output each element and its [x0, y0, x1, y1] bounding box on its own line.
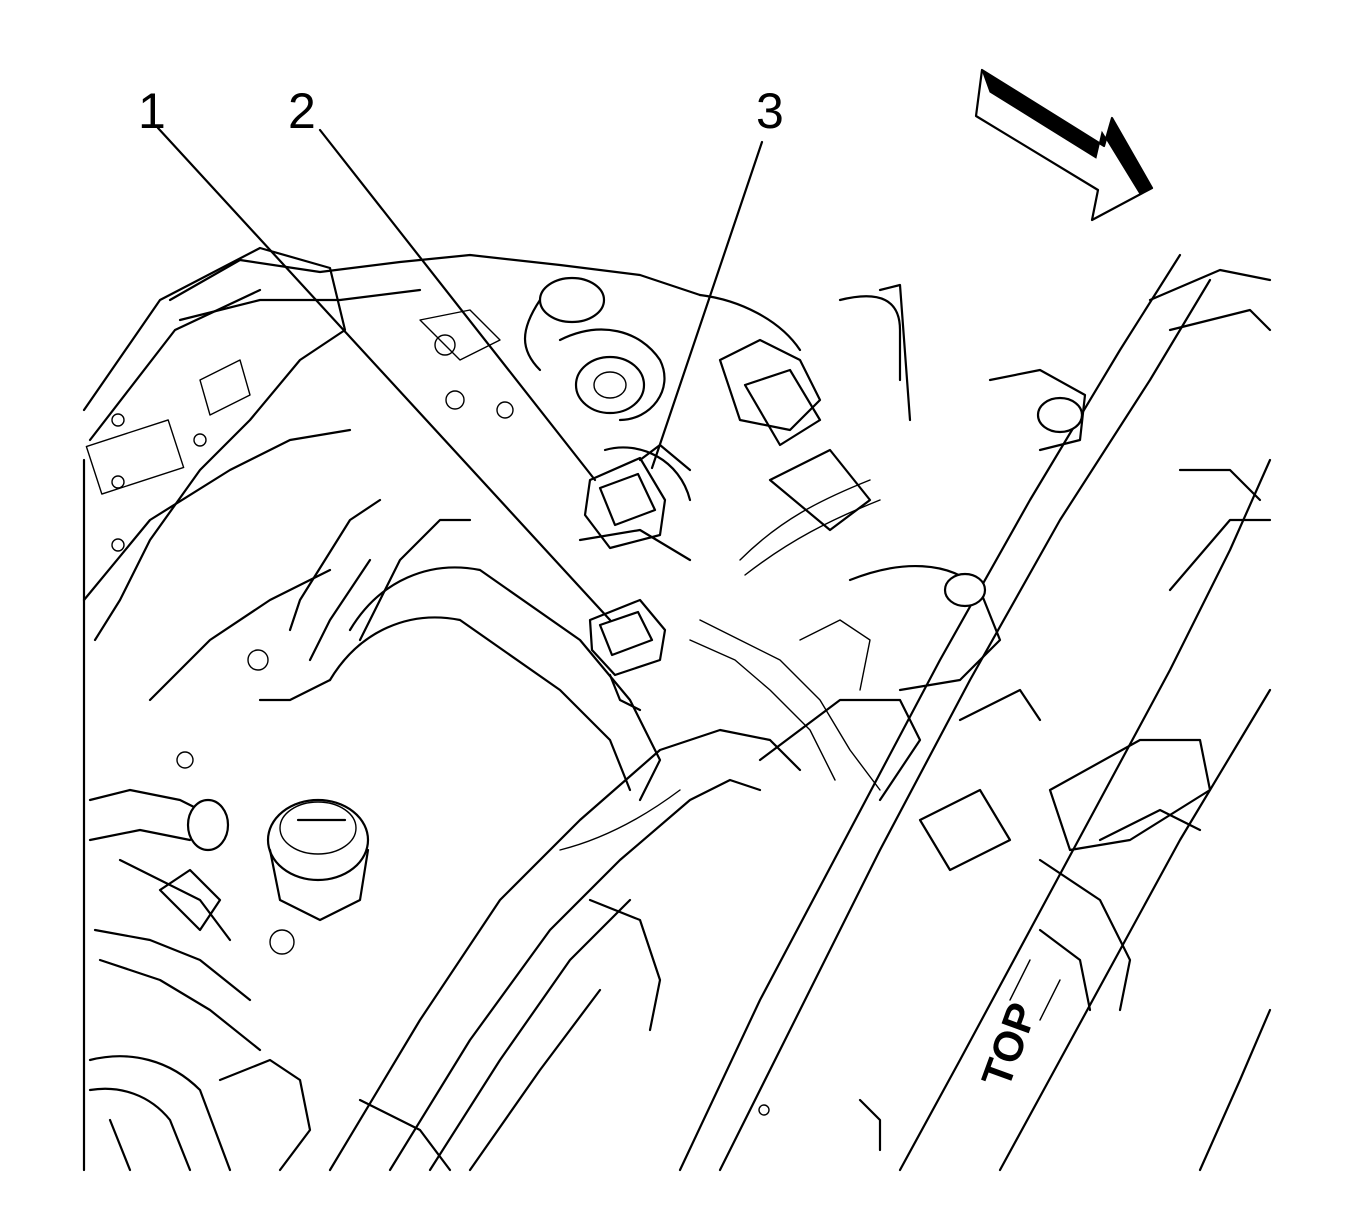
- engine-cover: [82, 246, 352, 1172]
- callout-labels: 1 2 3: [138, 83, 784, 139]
- callout-2: 2: [288, 83, 316, 139]
- electrical-connector-callout-1: [588, 598, 667, 712]
- radiator-support: [678, 253, 1272, 1172]
- callout-1: 1: [138, 83, 166, 139]
- lower-left-components: [88, 788, 312, 1172]
- arrow-forward-icon: [974, 68, 1154, 222]
- upper-engine-details: [168, 253, 912, 532]
- leader-line-3: [650, 140, 764, 470]
- oil-filler-cap: [266, 798, 370, 922]
- top-label: TOP: [972, 997, 1045, 1094]
- radiator-upper-hose: [328, 728, 802, 1172]
- callout-3: 3: [756, 83, 784, 139]
- electrical-connector-callout-2: [578, 443, 692, 562]
- wiring-harness: [559, 479, 881, 851]
- callout-leaders: [156, 126, 764, 622]
- intake-hose: [176, 498, 662, 802]
- top-marking: TOP: [972, 997, 1045, 1094]
- leader-line-2: [318, 128, 597, 482]
- leader-line-1: [156, 126, 612, 622]
